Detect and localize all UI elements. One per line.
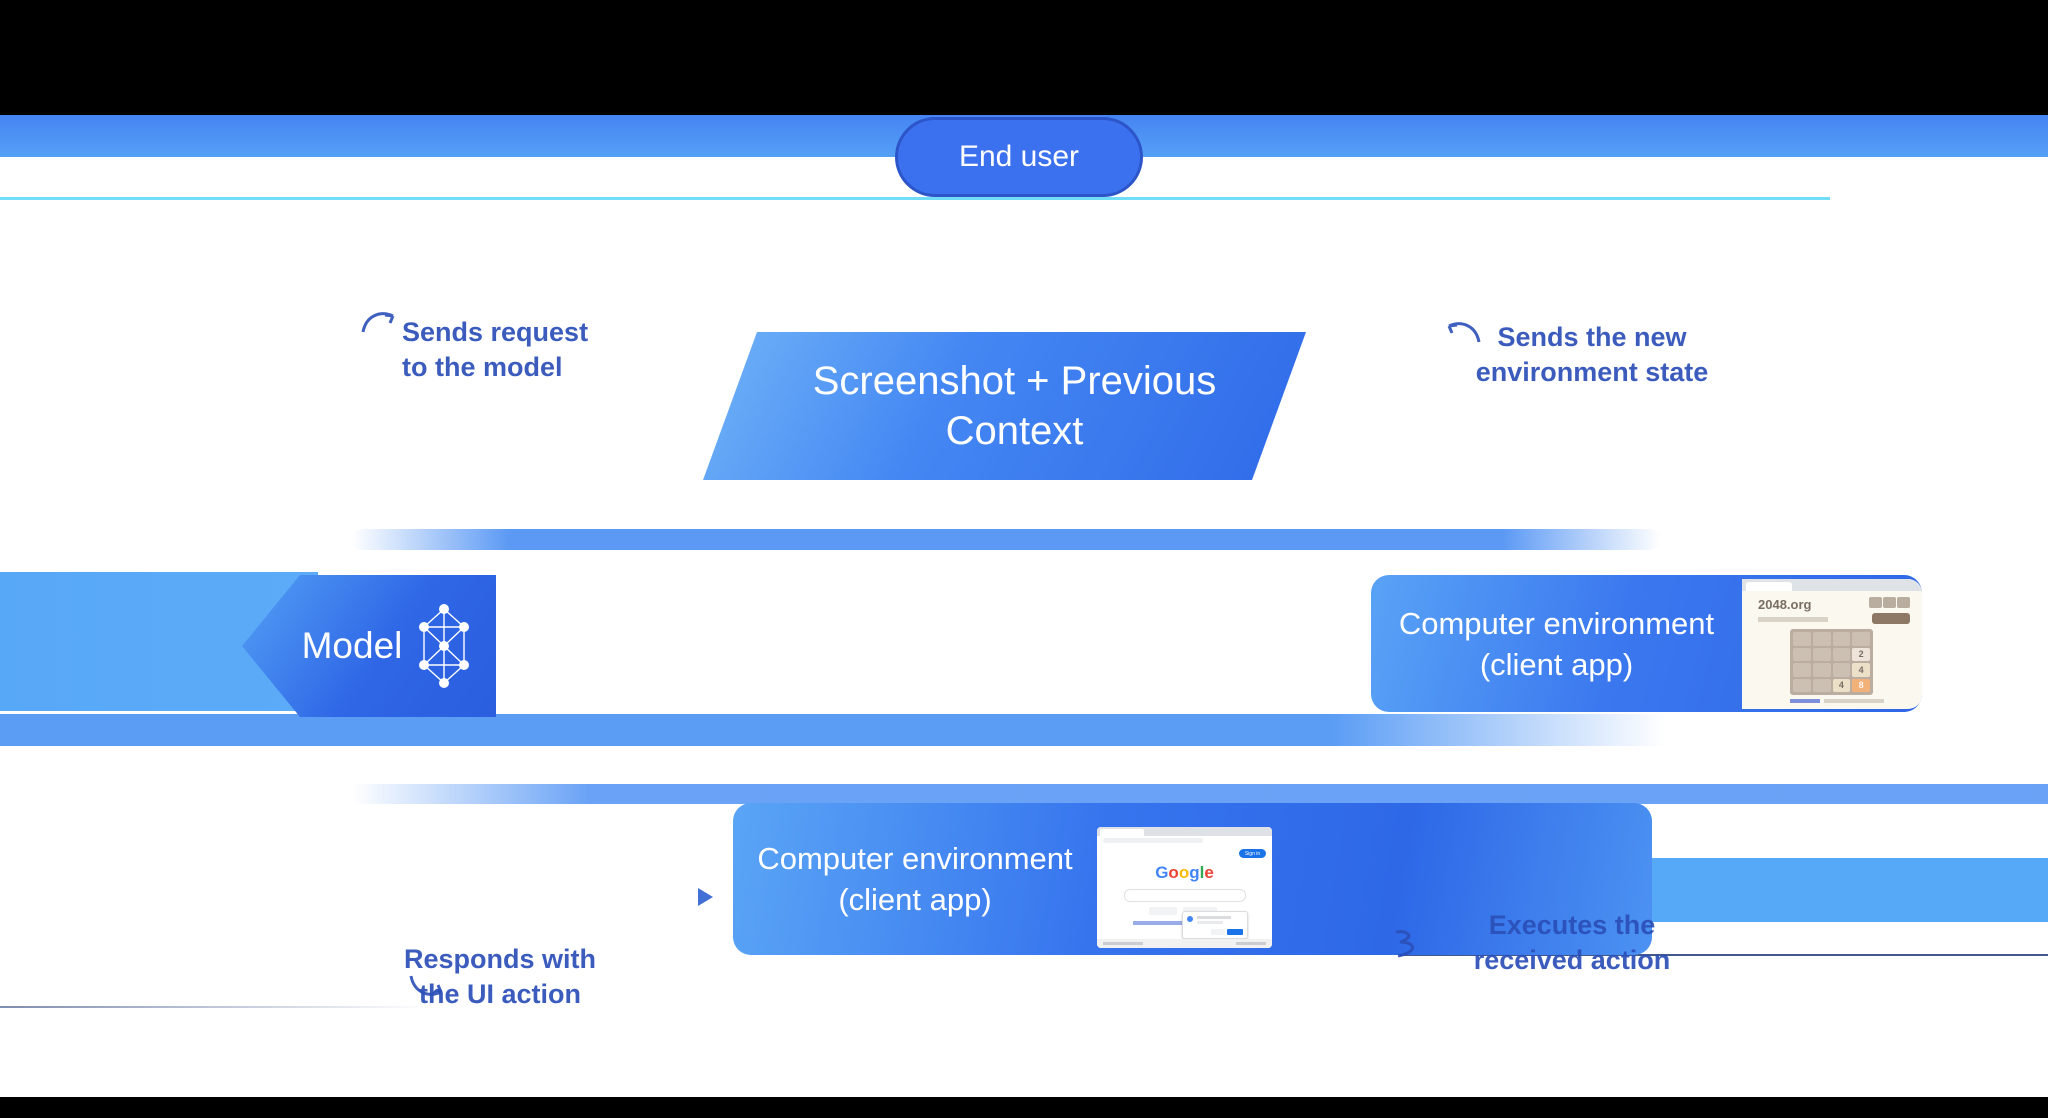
tile-4: 4: [1852, 663, 1870, 677]
curl-arrow-icon: [409, 975, 443, 996]
tile-4: 4: [1832, 678, 1851, 692]
screenshot-google-home: Sign in Google: [1097, 827, 1272, 948]
game-board: 2 4 4 8: [1790, 629, 1873, 695]
model-label: Model: [301, 625, 403, 666]
footer-links-bar: [1236, 942, 1266, 945]
end-user-label: End user: [958, 140, 1080, 173]
new-game-button: [1872, 613, 1910, 624]
popup-primary-button: [1227, 929, 1243, 935]
board-cell: [1793, 632, 1811, 646]
search-input: [1124, 889, 1246, 902]
edge-label-line: the UI action: [418, 979, 582, 1009]
env-bottom-label-line2: (client app): [838, 882, 992, 917]
curl-arrow-icon: [361, 312, 395, 333]
neural-network-icon: [419, 604, 470, 688]
band-arrowhead: [698, 888, 713, 906]
edge-label-responds-with-action: Responds with the UI action: [404, 942, 596, 1012]
top-letterbox-bar: [0, 0, 2048, 115]
logo-letter: G: [1155, 863, 1169, 882]
google-g-icon: [1187, 916, 1193, 922]
browser-tabstrip: [1742, 579, 1922, 591]
footer-link-bar: [1790, 699, 1820, 703]
footer-text-bar: [1824, 699, 1884, 703]
logo-letter: o: [1168, 863, 1179, 882]
board-cell: [1793, 647, 1811, 661]
board-cell: [1812, 647, 1831, 661]
context-label-line2: Context: [945, 409, 1084, 453]
edge-label-line: Responds with: [403, 944, 597, 974]
edge-label-line: Sends the new: [1497, 322, 1687, 352]
edge-label-sends-environment-state: Sends the new environment state: [1476, 320, 1709, 390]
logo-letter: e: [1204, 863, 1214, 882]
logo-letter: o: [1178, 863, 1190, 882]
sign-in-button: Sign in: [1239, 849, 1266, 858]
board-cell: [1812, 663, 1831, 677]
google-search-button: [1149, 907, 1177, 915]
popup-secondary-button: [1211, 929, 1225, 935]
env-right-label: Computer environment (client app): [1371, 603, 1742, 685]
cyan-accent-line: [0, 197, 1830, 200]
logo-letter: l: [1199, 863, 1205, 882]
browser-tabstrip: [1097, 827, 1272, 836]
board-cell: [1812, 632, 1831, 646]
curl-arrow-icon: [1447, 322, 1481, 343]
score-box: [1883, 597, 1896, 608]
edge-label-executes-action: Executes the received action: [1474, 908, 1671, 978]
board-cell: [1793, 663, 1811, 677]
browser-tab: [1746, 582, 1792, 591]
subtitle-text-bar: [1758, 617, 1828, 622]
google-logo: Google: [1097, 863, 1272, 883]
end-user-node: End user: [895, 117, 1143, 197]
edge-label-line: Executes the: [1488, 910, 1656, 940]
screenshot-2048-game: 2048.org 2 4 4 8: [1742, 579, 1922, 709]
edge-label-line: environment state: [1475, 357, 1709, 387]
context-label-line1: Screenshot + Previous: [812, 359, 1217, 403]
board-cell: [1832, 632, 1851, 646]
flow-band-lower-middle: [0, 714, 1665, 746]
flow-band-upper-middle: [352, 529, 1660, 550]
env-bottom-label: Computer environment (client app): [733, 838, 1097, 920]
score-box: [1869, 597, 1882, 608]
curl-arrow-icon: [1395, 930, 1414, 958]
site-title: 2048.org: [1758, 597, 1812, 612]
logo-letter: g: [1189, 863, 1200, 882]
context-label: Screenshot + Previous Context: [793, 356, 1217, 456]
footer-strip: [1097, 939, 1272, 948]
edge-label-sends-request: Sends request to the model: [402, 315, 588, 385]
popup-text-bar: [1197, 921, 1223, 924]
board-cell: [1812, 678, 1831, 692]
board-cell: [1852, 632, 1870, 646]
bottom-letterbox-bar: [0, 1097, 2048, 1118]
url-bar: [1103, 838, 1203, 843]
model-node: Model: [242, 575, 496, 717]
board-cell: [1793, 678, 1811, 692]
edge-label-line: Sends request: [402, 317, 589, 347]
board-cell: [1832, 647, 1851, 661]
popup-text-bar: [1197, 916, 1231, 919]
env-bottom-label-line1: Computer environment: [757, 841, 1073, 876]
edge-label-line: to the model: [402, 352, 563, 382]
footer-links-bar: [1103, 942, 1143, 945]
flow-band-bottom-upper: [352, 784, 2048, 804]
tile-2: 2: [1852, 647, 1870, 661]
board-cell: [1832, 663, 1851, 677]
thin-arrow-line-left: [0, 1006, 430, 1008]
env-right-label-line1: Computer environment: [1398, 605, 1715, 641]
browser-tab: [1100, 829, 1144, 836]
edge-label-line: received action: [1473, 945, 1671, 975]
score-box: [1897, 597, 1910, 608]
context-node: Screenshot + Previous Context: [703, 332, 1306, 480]
tile-8: 8: [1852, 678, 1870, 692]
env-right-label-line2: (client app): [1479, 646, 1634, 682]
sign-in-popup: [1182, 911, 1248, 939]
